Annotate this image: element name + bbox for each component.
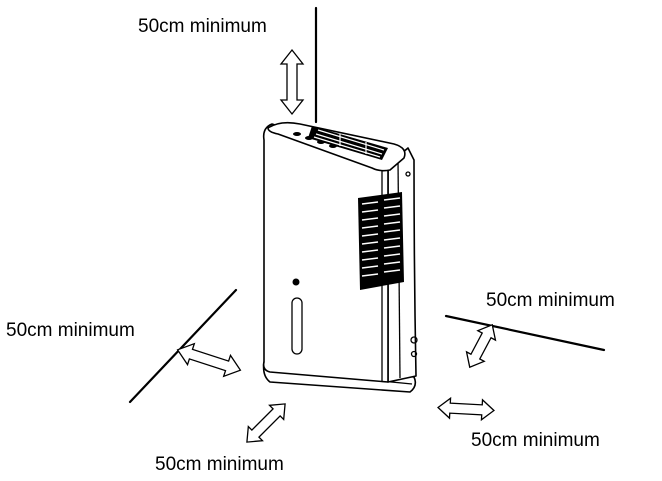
left-clearance-line: [128, 288, 238, 404]
bottom-right-clearance-arrow-icon: [437, 396, 495, 422]
right-clearance-line: [444, 314, 606, 352]
side-vent-grille: [358, 192, 404, 290]
left-clearance-label: 50cm minimum: [6, 320, 135, 341]
left-clearance-arrow-icon: [176, 342, 242, 378]
front-panel: [262, 123, 389, 383]
top-clearance-arrow-icon: [279, 48, 305, 116]
right-clearance-label: 50cm minimum: [486, 290, 615, 311]
water-level-window: [291, 297, 303, 355]
bottom-left-clearance-label: 50cm minimum: [155, 454, 284, 475]
indicator-dot: [292, 278, 300, 286]
top-vent-grille: [308, 126, 388, 160]
bottom-left-clearance-arrow-icon: [246, 403, 286, 443]
right-clearance-arrow-icon: [465, 323, 497, 369]
bottom-right-clearance-label: 50cm minimum: [471, 430, 600, 451]
dehumidifier-illustration: [262, 121, 418, 393]
top-clearance-label: 50cm minimum: [138, 16, 267, 37]
